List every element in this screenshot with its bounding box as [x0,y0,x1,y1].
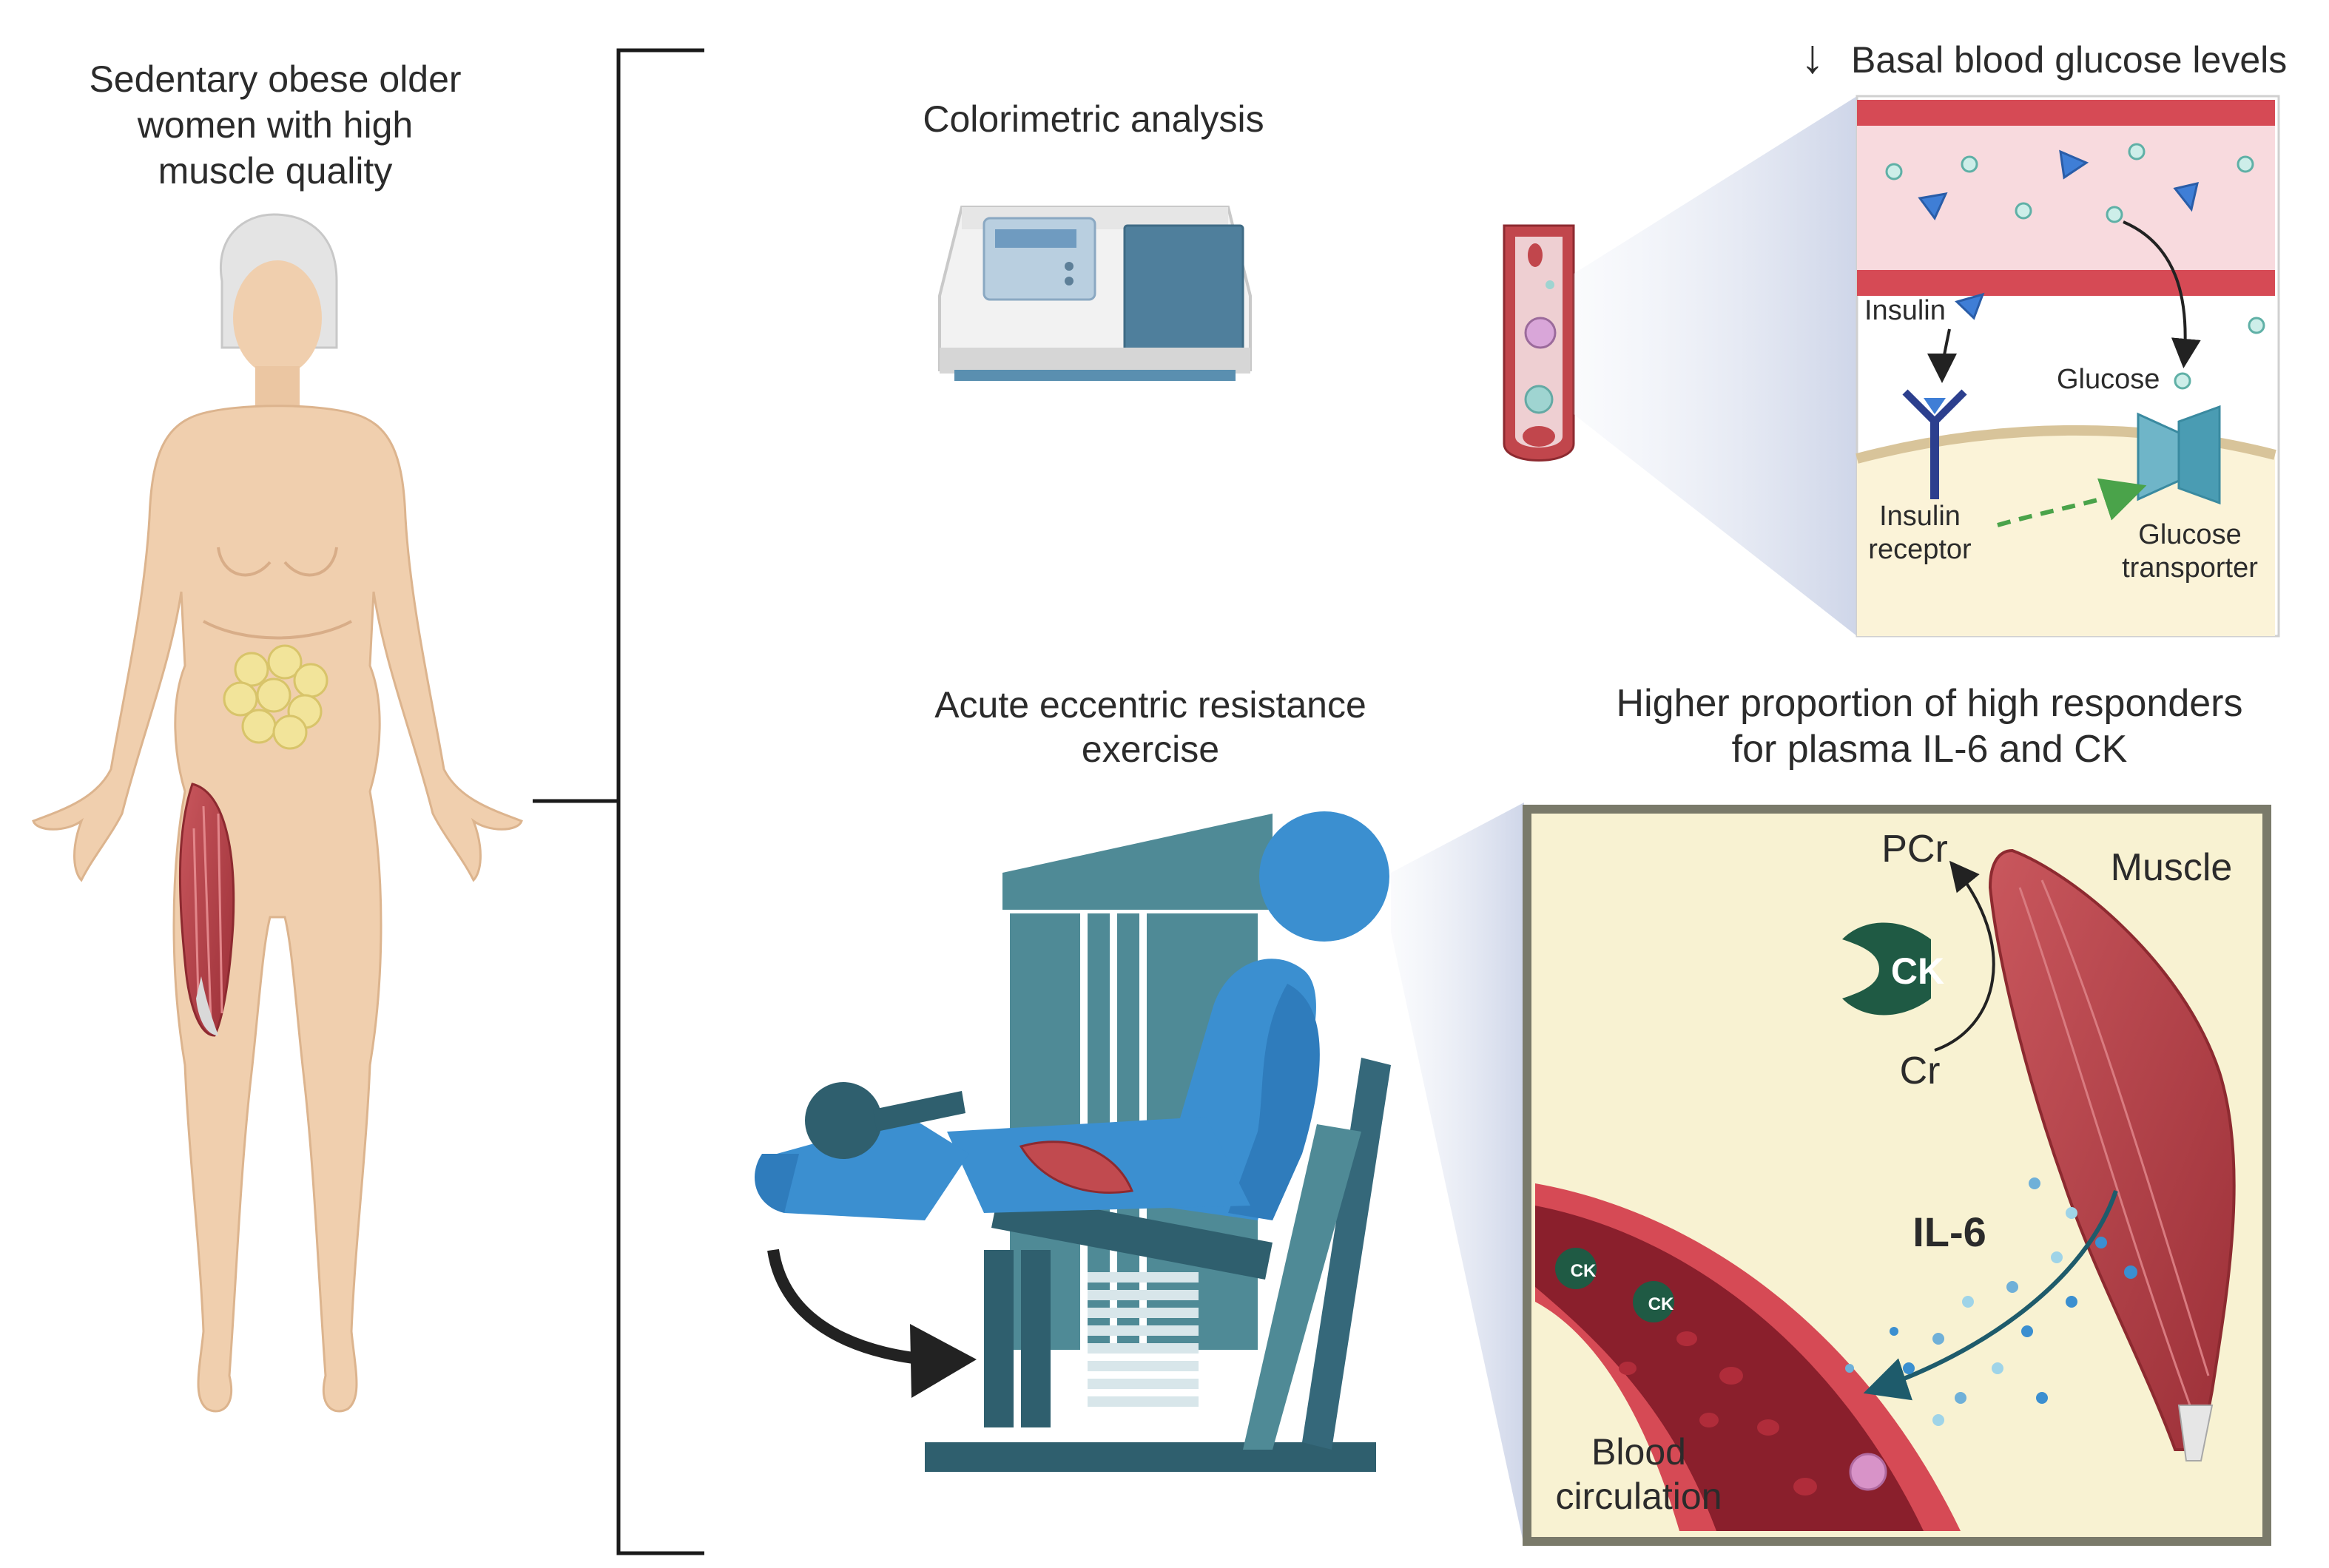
glucose-icon [2174,372,2191,390]
ck-label: CK [1891,950,1944,992]
movement-arrowhead [910,1324,977,1398]
colorimetric-title: Colorimetric analysis [923,98,1264,140]
blood-circulation-label-line1: Blood [1591,1431,1686,1473]
neck [255,366,300,410]
muscle-panel: CK CK PCr Cr CK Muscle IL-6 [1523,805,2271,1546]
body-contour [217,547,272,577]
zoom-cone-bottom [1391,802,1524,1546]
bracket [533,48,704,1555]
glucose-molecules [1885,143,2265,334]
glucose-transporter-icon [2137,405,2221,505]
pcr-label: PCr [1881,828,1948,871]
blood-vessel-tube-icon [1503,224,1575,462]
cr-label: Cr [1900,1050,1941,1092]
responders-label-line1: Higher proportion of high responders [1617,682,2243,725]
exercise-label-line2: exercise [1082,729,1219,770]
glucose-label: Glucose [2057,364,2160,395]
insulin-label: Insulin [1864,295,1946,326]
tendon [196,976,218,1035]
muscle-label: Muscle [2111,846,2233,889]
responders-label-line2: for plasma IL-6 and CK [1732,728,2128,771]
muscle-fibers [192,805,223,1021]
ck-blood-label-2: CK [1648,1294,1674,1314]
subject-label-line3: muscle quality [158,150,393,192]
subject-label-line2: women with high [137,104,413,146]
muscle-tendon [2177,1405,2214,1461]
muscle-icon [1988,848,2236,1451]
zoom-cone-top [1574,96,1857,636]
muscle-fibers [2018,879,2210,1406]
leg-pad-icon [805,1082,965,1159]
insulin-icon [1955,292,1985,320]
il6-release-arrow [1863,1190,2118,1401]
spectrophotometer-icon [938,206,1252,381]
il6-label: IL-6 [1912,1209,1986,1255]
il6-molecules [1845,1177,2137,1426]
quadriceps-muscle-icon [1019,1140,1134,1194]
ck-enzyme-in-blood-icon: CK CK [1555,1248,1674,1322]
glucose-panel: Insulin Glucose Insulin receptor Glucose… [1856,95,2280,638]
glucose-down-arrow: ↓ [1801,30,1824,83]
ck-blood-label-1: CK [1571,1261,1597,1281]
insulin-receptor-icon [1902,389,1967,499]
blood-vessel-icon [1535,1183,1961,1531]
person-icon [755,811,1389,1220]
pcr-conversion-arrow [1934,860,1995,1052]
glucose-uptake-arrow [2123,220,2201,368]
signaling-arrow [1997,478,2147,527]
exercise-label-line1: Acute eccentric resistance [934,684,1366,726]
ck-enzyme-icon: CK [1842,922,1944,1016]
subject-label-line1: Sedentary obese older [89,58,461,100]
body-contour [283,547,338,577]
fat-cells-icon [223,644,328,750]
glucose-panel-title: Basal blood glucose levels [1851,39,2287,81]
woman-figure [32,213,523,1413]
head [233,260,322,376]
insulin-binding-arrow [1927,328,1958,383]
insulin-molecules [1918,149,2199,220]
insulin-receptor-label-line1: Insulin [1879,501,1961,532]
body-contour [203,620,352,640]
blood-circulation-label-line2: circulation [1555,1476,1722,1517]
glucose-transporter-label-line2: transporter [2122,552,2258,584]
insulin-receptor-label-line2: receptor [1868,534,1972,565]
glucose-transporter-label-line1: Glucose [2138,519,2241,550]
body [32,405,523,1413]
